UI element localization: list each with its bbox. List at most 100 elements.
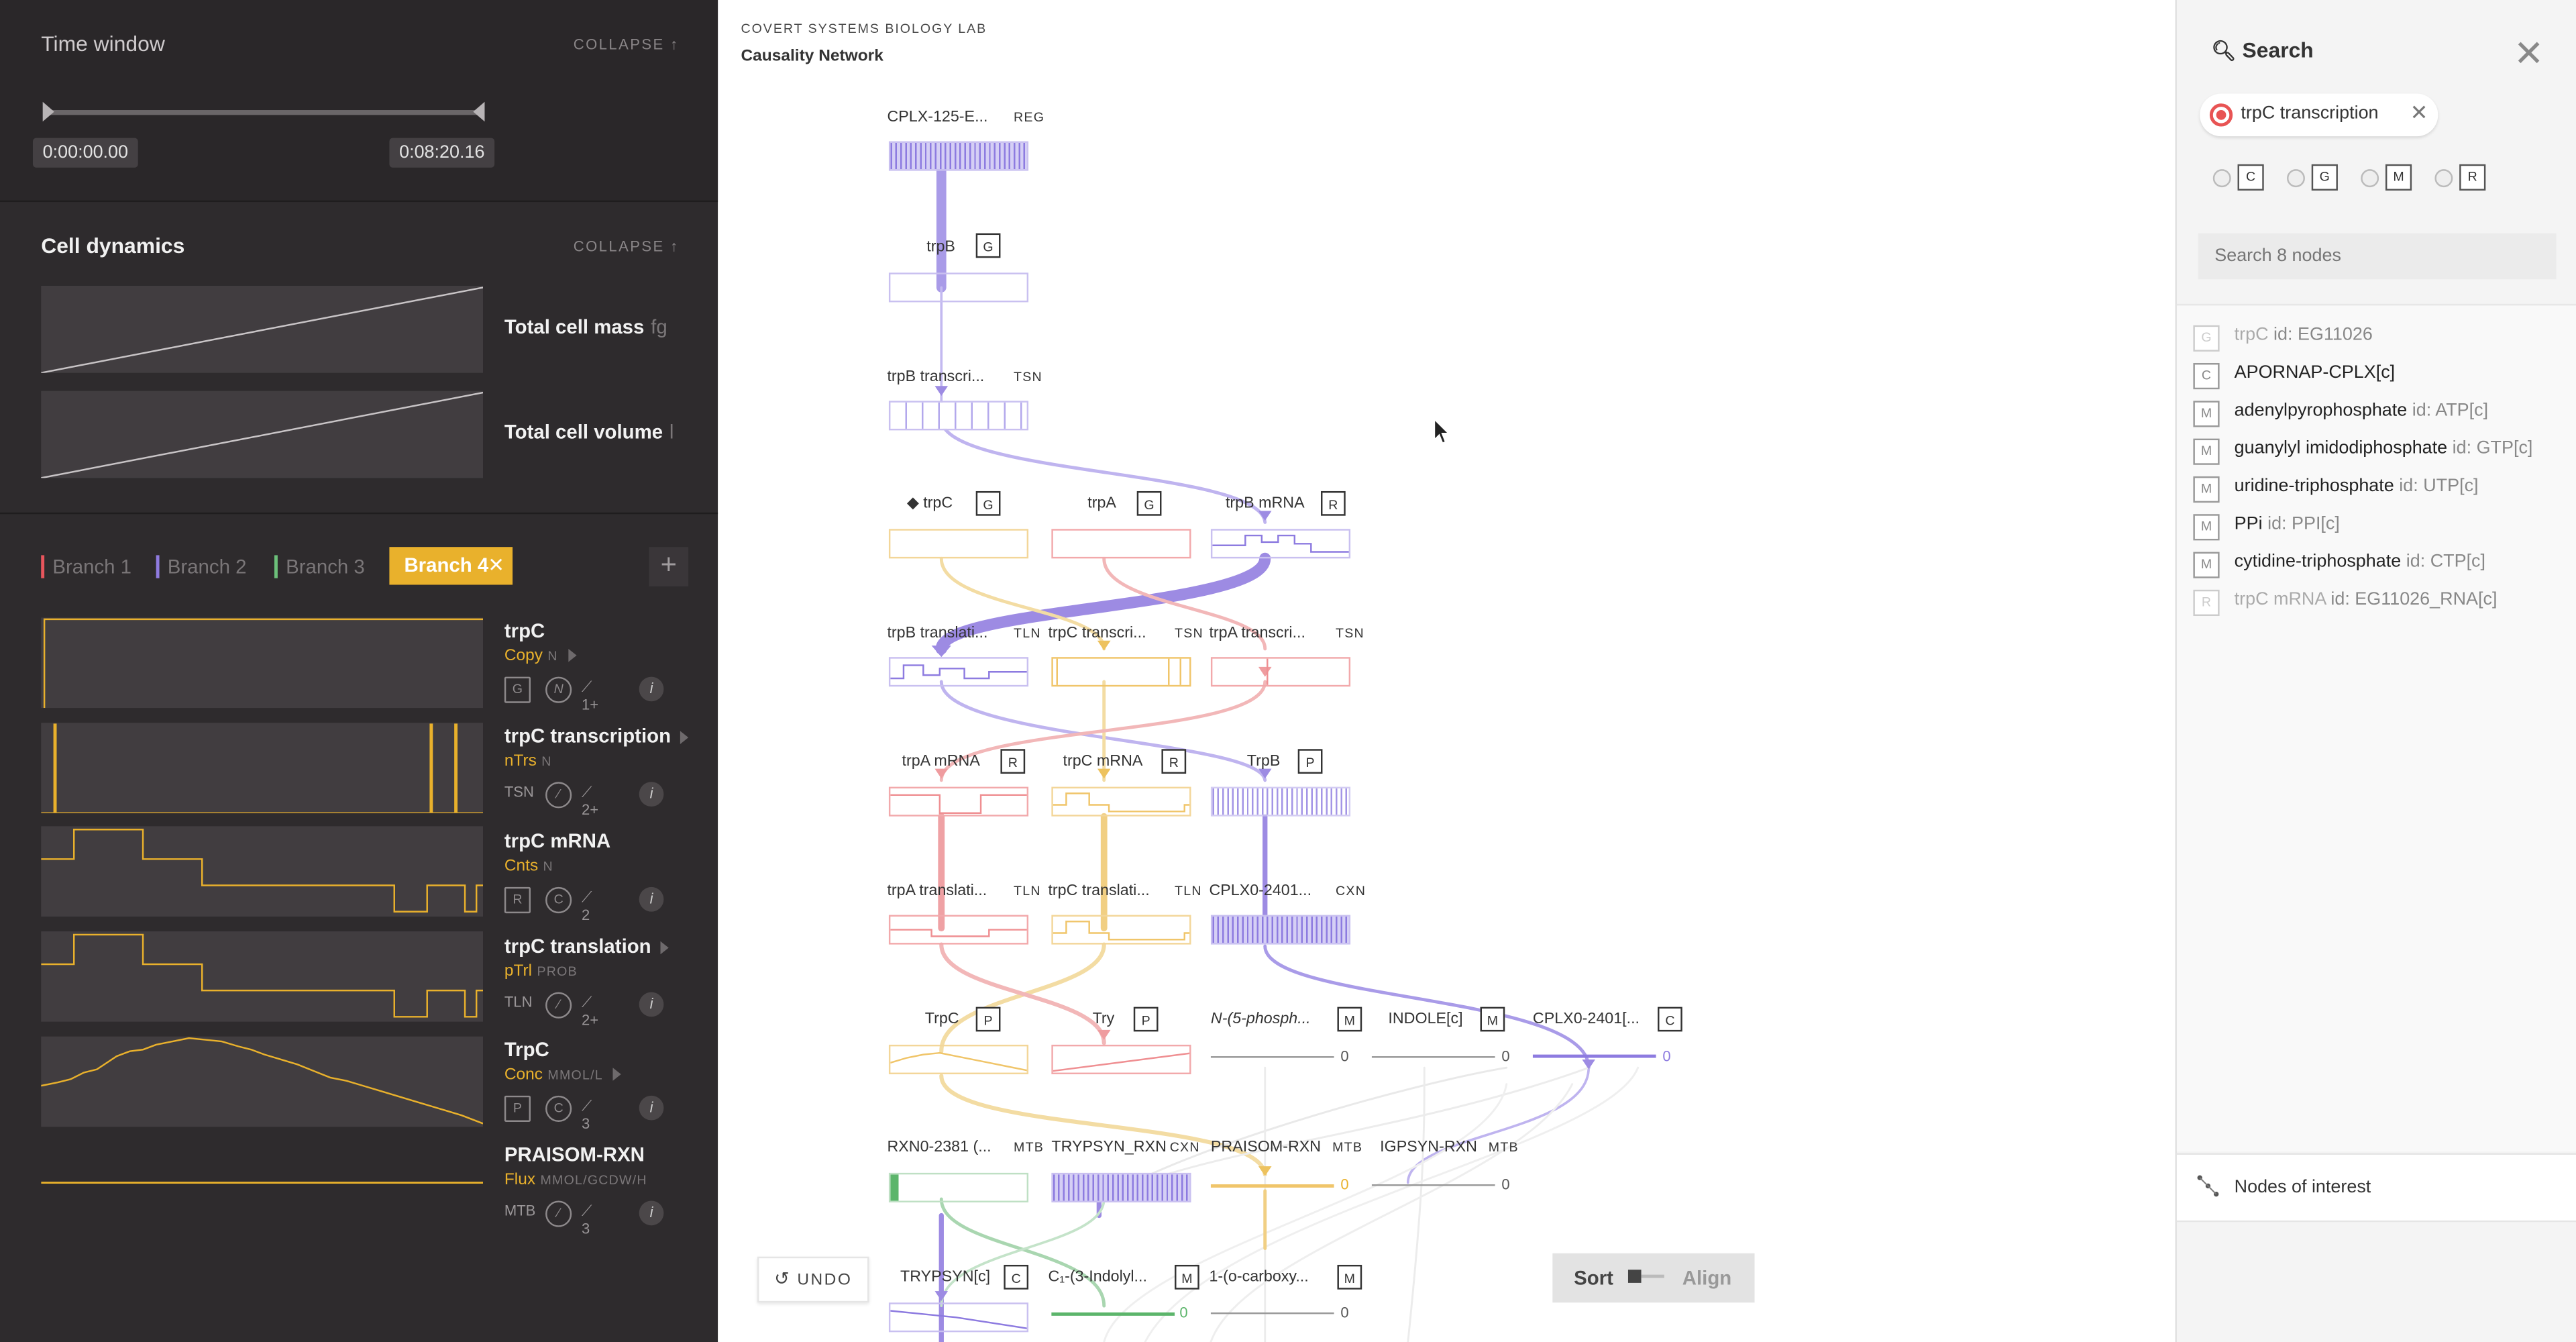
info-icon[interactable]: i: [639, 1095, 664, 1121]
PRAISOM-RXN-flux-plot[interactable]: [41, 1143, 484, 1234]
info-icon[interactable]: i: [639, 992, 664, 1017]
node-trpA-mRNA[interactable]: trpA mRNA: [902, 752, 980, 771]
count-icon[interactable]: C: [545, 886, 572, 914]
start-time-field[interactable]: 0:00:00.00: [32, 138, 138, 168]
arrowhead: [1097, 768, 1111, 779]
node-PRAISOM-RXN[interactable]: PRAISOM-RXN: [1210, 1138, 1322, 1157]
branch-tab-label: Branch 1: [52, 555, 131, 578]
trpC-copy-line: [43, 618, 484, 709]
node-trpB[interactable]: trpB: [926, 238, 955, 256]
slash-icon[interactable]: ⁄: [545, 992, 572, 1019]
node-trpA[interactable]: trpA: [1087, 494, 1116, 513]
branch-tab-1[interactable]: Branch 1: [41, 550, 131, 583]
node-tag: TSN: [1336, 625, 1364, 641]
active-filter-chip[interactable]: trpC transcription ✕: [2200, 93, 2438, 137]
expand-arrow-icon[interactable]: [680, 730, 689, 744]
edge: [939, 680, 1267, 782]
count-icon[interactable]: N: [545, 676, 572, 703]
time-slider-end-handle[interactable]: [473, 101, 485, 122]
node-trpA-transcription[interactable]: trpA transcri...: [1209, 624, 1305, 643]
node-TRYPSYN-c[interactable]: TRYPSYN[c]: [900, 1268, 991, 1286]
filter-radio[interactable]: [2212, 169, 2231, 188]
undo-button[interactable]: ↺ UNDO: [757, 1256, 869, 1303]
filter-radio[interactable]: [2434, 169, 2453, 188]
close-branch-icon[interactable]: ✕: [488, 553, 504, 577]
align-label[interactable]: Align: [1682, 1266, 1732, 1290]
filter-radio[interactable]: [2287, 169, 2305, 188]
edge: [940, 1198, 1106, 1307]
info-icon[interactable]: i: [639, 886, 664, 912]
trpC-translation-plot[interactable]: [41, 931, 484, 1022]
node-trpC-translation[interactable]: trpC translati...: [1048, 882, 1150, 900]
node-1-o-carboxy[interactable]: 1-(o-carboxy...: [1209, 1268, 1309, 1286]
time-window-collapse-button[interactable]: COLLAPSE ↑: [573, 36, 680, 53]
sort-label[interactable]: Sort: [1574, 1266, 1613, 1290]
node-trpB-translation[interactable]: trpB translati...: [887, 624, 988, 643]
node-C1-3-indolyl[interactable]: C₁-(3-Indolyl...: [1048, 1268, 1147, 1286]
search-input[interactable]: [2198, 233, 2557, 280]
node-Try[interactable]: Try: [1092, 1010, 1115, 1029]
node-trpC-transcription[interactable]: trpC transcri...: [1048, 624, 1146, 643]
node-tag: MTB: [1488, 1139, 1519, 1155]
node-RXN0-2381[interactable]: RXN0-2381 (...: [887, 1138, 991, 1157]
branch-tab-3[interactable]: Branch 3: [274, 550, 365, 583]
expand-arrow-icon[interactable]: [661, 941, 669, 954]
node-trpB-mRNA[interactable]: trpB mRNA: [1225, 494, 1305, 513]
trpC-translation-line: [41, 933, 484, 1018]
total-cell-volume-plot[interactable]: [40, 391, 484, 479]
node-trpC-mRNA[interactable]: trpC mRNA: [1063, 752, 1143, 771]
slash-icon[interactable]: ⁄: [545, 782, 572, 809]
branch-tab-2[interactable]: Branch 2: [156, 550, 246, 583]
trpC-mRNA-plot[interactable]: [41, 826, 484, 917]
trpC-copy-plot[interactable]: [41, 617, 484, 709]
cell-dynamics-collapse-button[interactable]: COLLAPSE ↑: [573, 238, 680, 255]
count-icon[interactable]: C: [545, 1095, 572, 1122]
node-CPLX0-2401-cxn[interactable]: CPLX0-2401...: [1209, 882, 1312, 900]
sort-align-toggle[interactable]: Sort Align: [1552, 1253, 1755, 1303]
add-branch-button[interactable]: +: [649, 547, 689, 586]
node-INDOLE[interactable]: INDOLE[c]: [1388, 1010, 1463, 1029]
var-unit: N: [543, 859, 553, 874]
result-name: uridine-triphosphate: [2234, 476, 2394, 497]
edge: [939, 556, 1106, 651]
trpC-transcription-plot[interactable]: [41, 723, 484, 814]
node-CPLX-125[interactable]: CPLX-125-E...: [887, 108, 988, 127]
type-badge: MTB: [504, 1202, 536, 1219]
remove-chip-icon[interactable]: ✕: [2410, 100, 2428, 125]
info-icon[interactable]: i: [639, 676, 664, 702]
expand-arrow-icon[interactable]: [568, 649, 576, 663]
node-type-badge: C: [1004, 1264, 1029, 1290]
time-slider-start-handle[interactable]: [42, 101, 54, 122]
info-icon[interactable]: i: [639, 782, 664, 807]
close-icon[interactable]: ✕: [2513, 32, 2544, 74]
arrowhead: [1258, 1166, 1272, 1176]
time-slider-track[interactable]: [46, 110, 480, 115]
node-TRYPSYN-RXN[interactable]: TRYPSYN_RXN: [1051, 1138, 1167, 1157]
filter-radio[interactable]: [2361, 169, 2379, 188]
nodes-of-interest-button[interactable]: Nodes of interest: [2176, 1153, 2576, 1223]
node-N-5-phosph[interactable]: N-(5-phosph...: [1210, 1010, 1311, 1029]
causality-network-canvas[interactable]: COVERT SYSTEMS BIOLOGY LAB Causality Net…: [718, 0, 2176, 1342]
node-IGPSYN-RXN[interactable]: IGPSYN-RXN: [1380, 1138, 1477, 1157]
sort-align-switch[interactable]: [1627, 1270, 1664, 1283]
node-TrpB[interactable]: TrpB: [1246, 752, 1281, 771]
links-text: 3: [581, 1115, 590, 1132]
node-trpC[interactable]: ◆ trpC: [906, 494, 953, 513]
node-CPLX0-2401-complex[interactable]: CPLX0-2401[...: [1532, 1010, 1640, 1029]
total-cell-mass-plot[interactable]: [40, 285, 484, 374]
TrpC-conc-plot[interactable]: [40, 1036, 484, 1127]
branch-tab-4-active[interactable]: Branch 4✕: [389, 547, 513, 585]
end-time-field[interactable]: 0:08:20.16: [389, 138, 495, 168]
slash-icon[interactable]: ⁄: [545, 1200, 572, 1227]
node-trpA-translation[interactable]: trpA translati...: [887, 882, 987, 900]
expand-arrow-icon[interactable]: [612, 1068, 621, 1082]
node-TrpC[interactable]: TrpC: [924, 1010, 959, 1029]
info-icon[interactable]: i: [639, 1200, 664, 1226]
node-trpB-transcription[interactable]: trpB transcri...: [887, 368, 985, 386]
